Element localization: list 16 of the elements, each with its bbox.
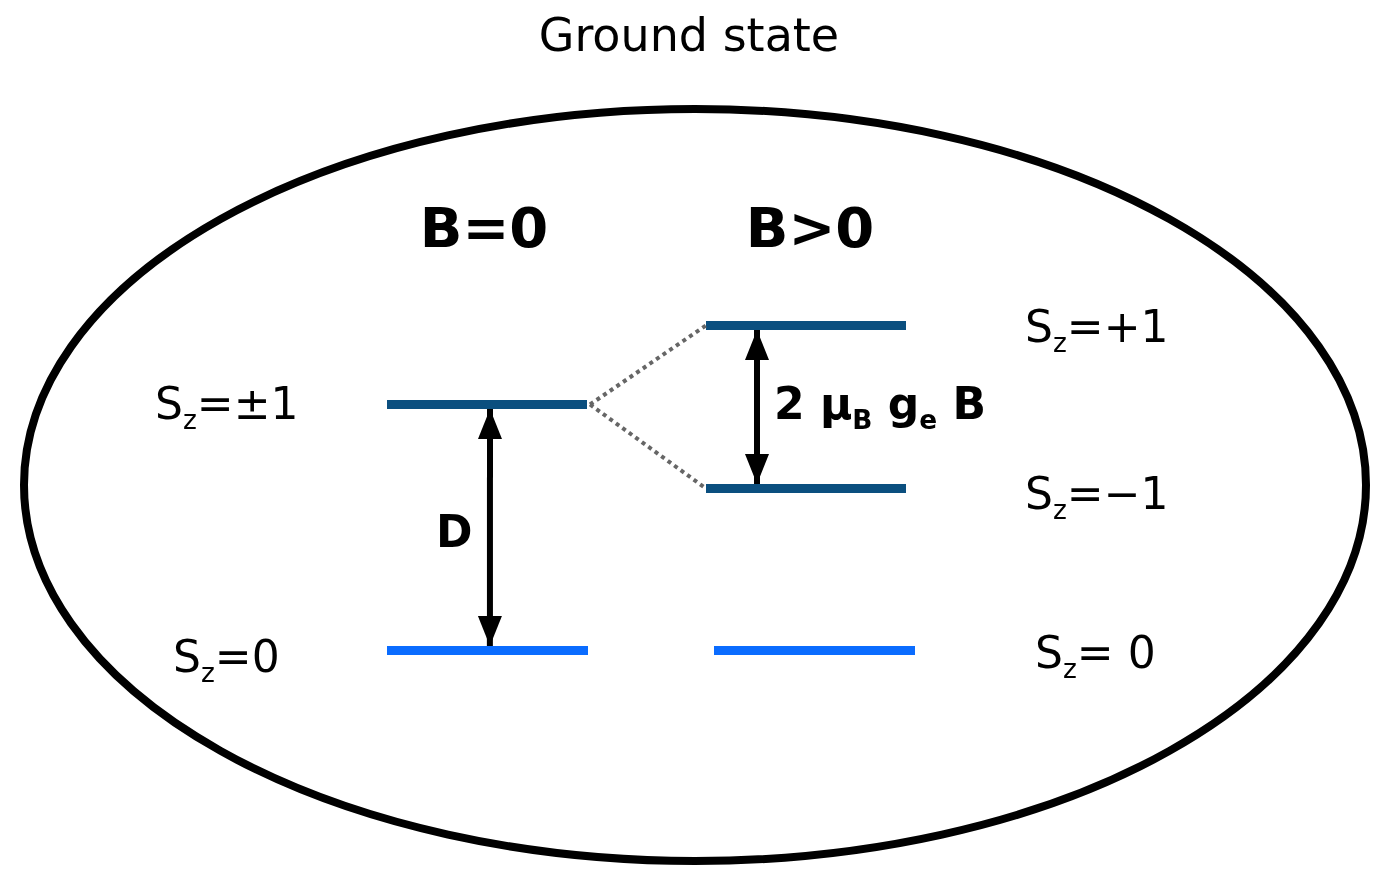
state-label: S$_{z}$=±1	[155, 382, 299, 434]
state-label: S$_{z}$=+1	[1025, 305, 1169, 357]
energy-level-bar	[714, 646, 915, 655]
energy-level-bar	[706, 484, 906, 493]
double-arrow	[745, 330, 769, 484]
column-heading: B=0	[419, 200, 549, 256]
state-label: S$_{z}$=−1	[1025, 472, 1169, 524]
energy-level-bar	[387, 646, 588, 655]
dotted-line	[588, 323, 708, 407]
energy-level-bar	[706, 321, 906, 330]
group-title: Ground state	[538, 12, 840, 58]
state-label: S$_{z}$= 0	[1035, 631, 1156, 683]
column-heading: B>0	[745, 200, 875, 256]
energy-level-bar	[387, 400, 587, 409]
state-label: S$_{z}$=0	[173, 635, 280, 687]
double-arrow	[477, 409, 502, 646]
